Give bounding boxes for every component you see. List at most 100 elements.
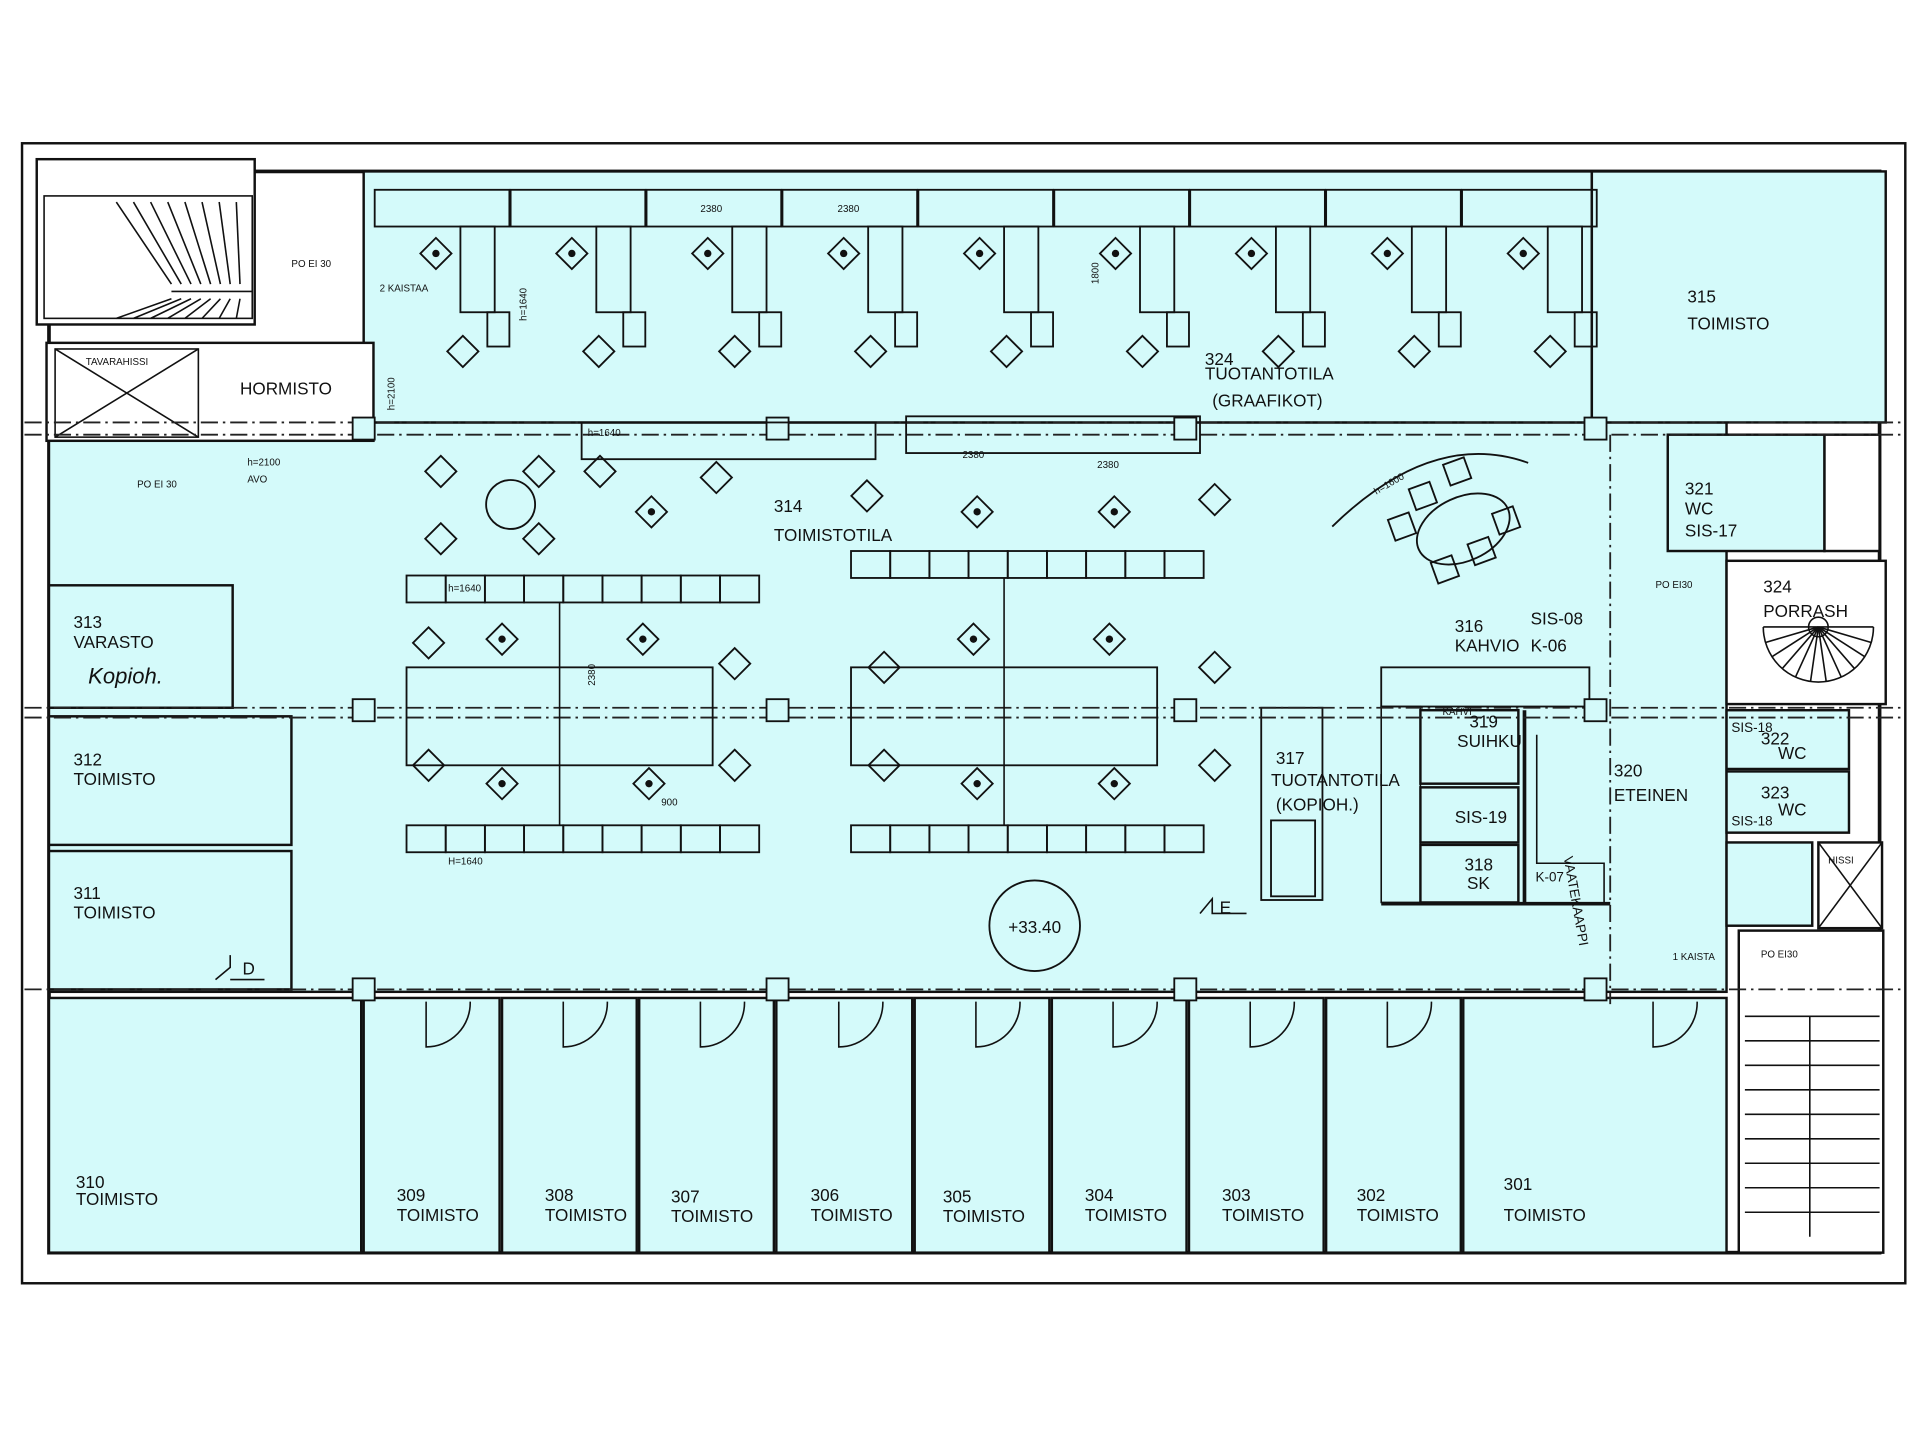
svg-text:307: 307 xyxy=(671,1186,700,1206)
svg-text:TAVARAHISSI: TAVARAHISSI xyxy=(86,357,149,368)
chair xyxy=(826,236,861,271)
level-marker xyxy=(988,879,1081,972)
svg-text:TOIMISTO: TOIMISTO xyxy=(73,902,155,922)
svg-text:306: 306 xyxy=(811,1185,840,1205)
desk-return xyxy=(731,225,768,314)
chair xyxy=(634,494,669,529)
structural-column xyxy=(351,698,376,723)
cabinet xyxy=(1030,311,1054,348)
svg-text:303: 303 xyxy=(1222,1185,1251,1205)
svg-text:315: 315 xyxy=(1687,286,1716,306)
chair-dot xyxy=(969,635,978,643)
room-315[interactable] xyxy=(1590,170,1887,424)
chair-dot xyxy=(1105,635,1114,643)
svg-text:TOIMISTO: TOIMISTO xyxy=(397,1205,479,1225)
svg-text:SIS-08: SIS-08 xyxy=(1531,608,1583,628)
svg-text:900: 900 xyxy=(661,798,678,809)
cabinet xyxy=(758,311,783,348)
room-313[interactable] xyxy=(47,584,234,709)
svg-text:SIS-18: SIS-18 xyxy=(1731,720,1772,735)
cabinet xyxy=(622,311,647,348)
door-swing xyxy=(975,1001,1021,1048)
stair-step xyxy=(218,298,231,319)
room-305[interactable] xyxy=(913,996,1051,1254)
svg-text:323: 323 xyxy=(1761,782,1790,802)
structural-column xyxy=(1583,416,1608,441)
stairwell-top-left xyxy=(35,157,256,326)
svg-text:2 KAISTAA: 2 KAISTAA xyxy=(380,283,429,294)
chair xyxy=(1197,650,1232,685)
svg-text:TOIMISTO: TOIMISTO xyxy=(1504,1205,1586,1225)
svg-text:TOIMISTO: TOIMISTO xyxy=(545,1205,627,1225)
svg-text:309: 309 xyxy=(397,1185,426,1205)
door-swing xyxy=(1249,1001,1296,1048)
desk xyxy=(917,188,1054,228)
stair-step xyxy=(235,202,241,285)
room-302[interactable] xyxy=(1324,996,1463,1254)
chair xyxy=(853,334,888,369)
desk xyxy=(1325,188,1462,228)
chair xyxy=(521,454,556,489)
svg-text:KAHVIO: KAHVIO xyxy=(1455,635,1520,655)
door-swing xyxy=(699,1001,746,1048)
room-324[interactable] xyxy=(362,170,1594,424)
svg-text:TUOTANTOTILA: TUOTANTOTILA xyxy=(1205,364,1334,384)
svg-text:KAHVI: KAHVI xyxy=(1442,707,1471,718)
svg-text:TOIMISTO: TOIMISTO xyxy=(811,1205,893,1225)
room-301[interactable] xyxy=(1462,996,1728,1254)
chair-dot xyxy=(645,780,653,788)
chair xyxy=(867,748,901,783)
svg-text:h=1640: h=1640 xyxy=(448,583,481,594)
chair xyxy=(581,334,616,369)
svg-text:SK: SK xyxy=(1467,873,1490,893)
room-309[interactable] xyxy=(362,996,501,1254)
room-324-porrash[interactable] xyxy=(1725,559,1887,706)
svg-text:2380: 2380 xyxy=(838,204,860,215)
svg-text:SIS-18: SIS-18 xyxy=(1731,813,1772,828)
workstation-panel xyxy=(1163,824,1205,854)
room-323[interactable] xyxy=(1725,770,1851,834)
cabinet xyxy=(486,311,511,348)
chair xyxy=(1234,236,1269,271)
svg-text:2380: 2380 xyxy=(700,204,722,215)
room-311[interactable] xyxy=(47,849,293,991)
door-swing xyxy=(1112,1001,1158,1048)
meeting-chair xyxy=(1429,554,1461,585)
svg-text:313: 313 xyxy=(73,612,102,632)
room-304[interactable] xyxy=(1050,996,1188,1254)
svg-text:SUIHKU: SUIHKU xyxy=(1457,731,1522,751)
meeting-table xyxy=(1331,453,1529,566)
door-swing xyxy=(425,1001,472,1048)
vaatekaappi-right xyxy=(1725,841,1814,927)
chair xyxy=(1397,334,1432,369)
desk-return xyxy=(1003,225,1040,314)
chair xyxy=(445,334,480,369)
spiral-step xyxy=(1771,626,1819,658)
chair xyxy=(867,650,901,685)
desk xyxy=(1053,188,1190,228)
svg-text:PO EI30: PO EI30 xyxy=(1656,580,1694,591)
desk xyxy=(781,188,919,228)
door-swing xyxy=(562,1001,609,1048)
chair xyxy=(1092,622,1127,657)
room-312[interactable] xyxy=(47,715,293,847)
hormisto-area xyxy=(45,341,375,443)
kahvio-block xyxy=(1380,666,1611,906)
svg-text:AVO: AVO xyxy=(247,474,267,485)
svg-text:SIS-17: SIS-17 xyxy=(1685,520,1737,540)
room-307[interactable] xyxy=(637,996,776,1254)
meeting-chair xyxy=(1441,456,1473,487)
desk xyxy=(1189,188,1326,228)
room-308[interactable] xyxy=(500,996,638,1254)
spiral-step xyxy=(1781,626,1819,670)
chair xyxy=(411,748,446,783)
room-306[interactable] xyxy=(775,996,914,1254)
room-303[interactable] xyxy=(1187,996,1325,1254)
room-322[interactable] xyxy=(1725,708,1851,771)
room-310[interactable] xyxy=(47,996,363,1254)
desk xyxy=(373,188,511,228)
chair xyxy=(625,622,660,657)
stair-step xyxy=(149,201,192,285)
stair-step xyxy=(184,298,212,320)
